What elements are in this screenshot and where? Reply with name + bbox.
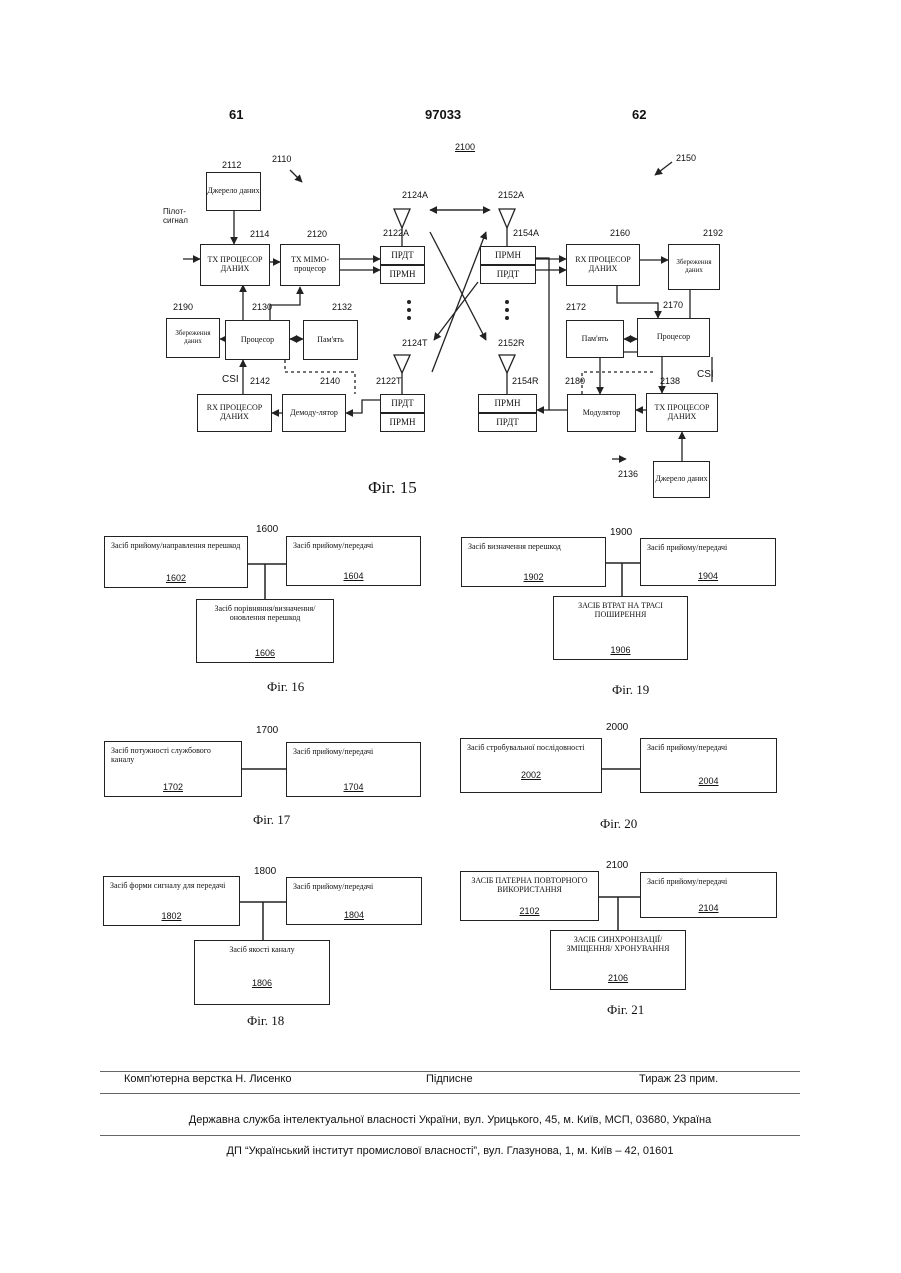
footer-service: Державна служба інтелектуальної власност…	[100, 1114, 800, 1126]
fig16-number: 1600	[256, 524, 278, 535]
fig19-box-1904-number: 1904	[641, 571, 775, 581]
fig19-box-1902: Засіб визначення перешкод 1902	[461, 537, 606, 587]
fig20-number: 2000	[606, 722, 628, 733]
fig21-box-2102: ЗАСІБ ПАТЕРНА ПОВТОРНОГО ВИКОРИСТАННЯ 21…	[460, 871, 599, 921]
fig17-box-1702-number: 1702	[105, 782, 241, 792]
footer-rule-3	[100, 1135, 800, 1136]
fig19-box-1904-text: Засіб прийому/передачі	[647, 543, 769, 552]
fig21-caption: Фіг. 21	[607, 1002, 644, 1018]
footer-rule-2	[100, 1093, 800, 1094]
fig20-box-2002-number: 2002	[461, 770, 601, 780]
fig20-box-2004-number: 2004	[641, 776, 776, 786]
footer-rule-1	[100, 1071, 800, 1072]
fig16-box-1606: Засіб порівняння/визначення/оновлення пе…	[196, 599, 334, 663]
fig21-box-2106-number: 2106	[551, 973, 685, 983]
fig19-box-1906-number: 1906	[554, 645, 687, 655]
fig16-box-1602-text: Засіб прийому/направлення перешкод	[111, 541, 241, 550]
fig18-box-1802-text: Засіб форми сигналу для передачі	[110, 881, 233, 890]
fig16-box-1604-text: Засіб прийому/передачі	[293, 541, 414, 550]
fig16-caption: Фіг. 16	[267, 679, 304, 695]
fig16-box-1606-text: Засіб порівняння/визначення/оновлення пе…	[201, 604, 329, 622]
fig21-box-2106: ЗАСІБ СИНХРОНІЗАЦІЇ/ЗМІЩЕННЯ/ ХРОНУВАННЯ…	[550, 930, 686, 990]
fig18-caption: Фіг. 18	[247, 1013, 284, 1029]
fig18-number: 1800	[254, 866, 276, 877]
fig16-box-1604: Засіб прийому/передачі 1604	[286, 536, 421, 586]
fig21-box-2106-text: ЗАСІБ СИНХРОНІЗАЦІЇ/ЗМІЩЕННЯ/ ХРОНУВАННЯ	[555, 935, 681, 953]
fig17-box-1704-number: 1704	[287, 782, 420, 792]
footer-layout: Комп'ютерна верстка Н. Лисенко	[124, 1073, 291, 1085]
fig20-caption: Фіг. 20	[600, 816, 637, 832]
fig18-box-1806-text: Засіб якості каналу	[199, 945, 325, 954]
fig21-box-2104: Засіб прийому/передачі 2104	[640, 872, 777, 918]
fig18-box-1804-text: Засіб прийому/передачі	[293, 882, 415, 891]
fig20-box-2004: Засіб прийому/передачі 2004	[640, 738, 777, 793]
fig19-caption: Фіг. 19	[612, 682, 649, 698]
fig17-number: 1700	[256, 725, 278, 736]
fig19-box-1902-number: 1902	[462, 572, 605, 582]
fig20-box-2002: Засіб стробувальної послідовності 2002	[460, 738, 602, 793]
fig17-box-1704-text: Засіб прийому/передачі	[293, 747, 414, 756]
fig19-number: 1900	[610, 527, 632, 538]
fig20-box-2002-text: Засіб стробувальної послідовності	[467, 743, 595, 752]
fig17-caption: Фіг. 17	[253, 812, 290, 828]
footer-signed: Підписне	[426, 1073, 473, 1085]
fig19-box-1906: ЗАСІБ ВТРАТ НА ТРАСІ ПОШИРЕННЯ 1906	[553, 596, 688, 660]
fig19-box-1902-text: Засіб визначення перешкод	[468, 542, 599, 551]
fig18-box-1806: Засіб якості каналу 1806	[194, 940, 330, 1005]
fig19-box-1906-text: ЗАСІБ ВТРАТ НА ТРАСІ ПОШИРЕННЯ	[558, 601, 683, 619]
fig16-box-1602: Засіб прийому/направлення перешкод 1602	[104, 536, 248, 588]
fig18-box-1802-number: 1802	[104, 911, 239, 921]
footer-institute: ДП “Український інститут промислової вла…	[100, 1145, 800, 1157]
fig17-box-1704: Засіб прийому/передачі 1704	[286, 742, 421, 797]
fig21-box-2102-text: ЗАСІБ ПАТЕРНА ПОВТОРНОГО ВИКОРИСТАННЯ	[465, 876, 594, 894]
fig18-box-1802: Засіб форми сигналу для передачі 1802	[103, 876, 240, 926]
fig21-number: 2100	[606, 860, 628, 871]
footer-print-run: Тираж 23 прим.	[639, 1073, 718, 1085]
fig18-box-1804-number: 1804	[287, 910, 421, 920]
fig18-box-1804: Засіб прийому/передачі 1804	[286, 877, 422, 925]
fig16-box-1604-number: 1604	[287, 571, 420, 581]
fig21-box-2102-number: 2102	[461, 906, 598, 916]
fig20-box-2004-text: Засіб прийому/передачі	[647, 743, 770, 752]
fig16-box-1606-number: 1606	[197, 648, 333, 658]
fig21-box-2104-text: Засіб прийому/передачі	[647, 877, 770, 886]
fig18-box-1806-number: 1806	[195, 978, 329, 988]
fig17-box-1702-text: Засіб потужності службового каналу	[111, 746, 235, 764]
fig19-box-1904: Засіб прийому/передачі 1904	[640, 538, 776, 586]
fig17-box-1702: Засіб потужності службового каналу 1702	[104, 741, 242, 797]
fig21-box-2104-number: 2104	[641, 903, 776, 913]
fig16-box-1602-number: 1602	[105, 573, 247, 583]
